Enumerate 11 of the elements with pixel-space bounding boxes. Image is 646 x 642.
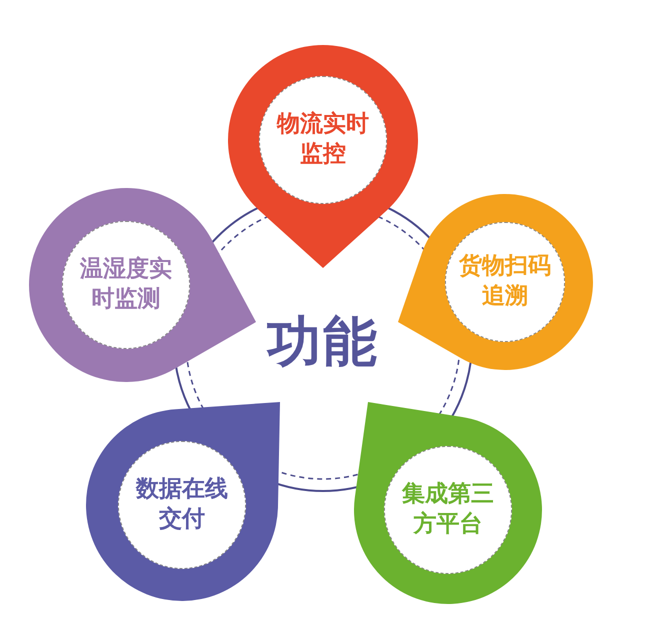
map-pin-shape: [86, 402, 280, 601]
center-title: 功能: [267, 308, 379, 374]
feature-label: 货物扫码追溯: [458, 252, 552, 311]
map-pin-shape: [29, 188, 256, 382]
map-pin-shape: [228, 45, 418, 268]
map-pin-shape: [354, 402, 542, 604]
map-pin-shape: [398, 194, 593, 370]
feature-label: 数据在线交付: [134, 475, 229, 534]
feature-label: 物流实时监控: [276, 110, 370, 169]
feature-label: 温湿度实时监测: [78, 255, 173, 314]
feature-label: 集成第三方平台: [400, 480, 495, 539]
